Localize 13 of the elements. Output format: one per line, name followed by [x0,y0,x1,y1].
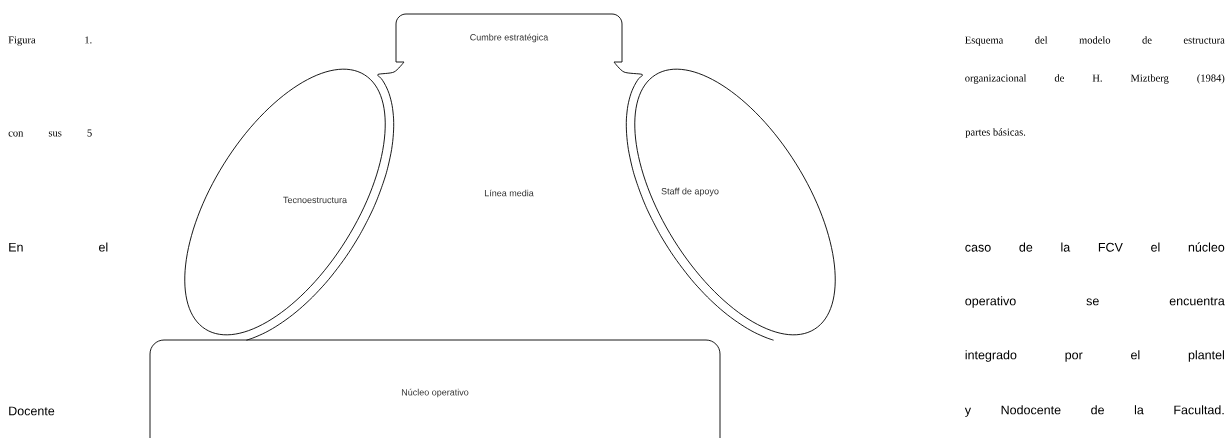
body-text: Esquema del modelo de estructura [965,36,1225,46]
body-text: Docente [9,406,55,416]
body-text: En el [9,242,108,252]
rounded-box: Núcleo operativo [149,339,721,439]
body-text: organizacional de H. Miztberg (1984) [965,74,1225,84]
body-text: operativo se encuentra [965,296,1225,308]
body-text: caso de la FCV el núcleo [965,242,1225,252]
body-text: con sus 5 [8,129,92,137]
body-text: Figura 1. [8,36,92,46]
rounded-box: Cumbre estratégica [395,13,623,63]
body-text: partes básicas. [965,128,1026,138]
body-text: y Nodocente de la Facultad. [964,405,1224,417]
body-text: integrado por el plantel [965,350,1224,362]
